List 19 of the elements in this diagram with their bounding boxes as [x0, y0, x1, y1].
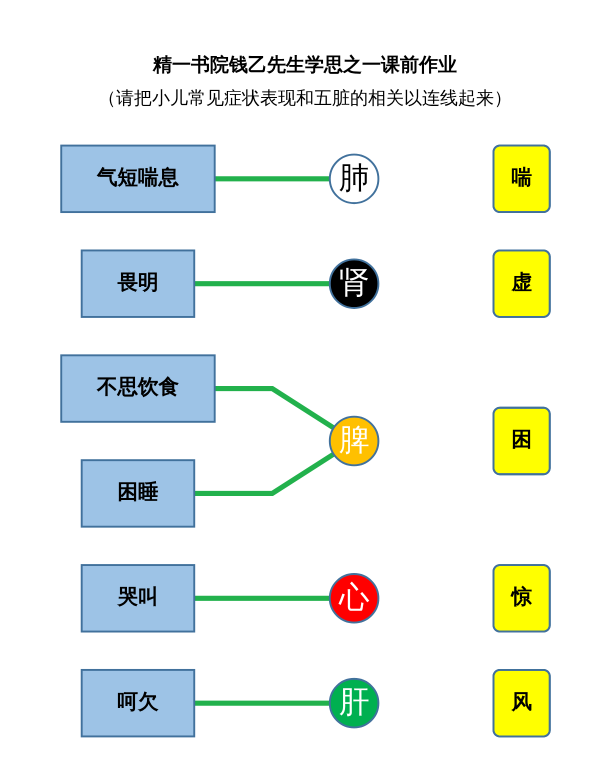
- connector: [194, 700, 330, 706]
- connector: [194, 281, 330, 286]
- node-box: 不思饮食: [60, 354, 216, 423]
- node-circle: 肝: [328, 678, 379, 728]
- node-circle: 心: [328, 573, 379, 624]
- title: 精一书院钱乙先生学思之一课前作业: [153, 54, 457, 78]
- node-box: 困睡: [80, 459, 195, 528]
- connector: [214, 386, 335, 430]
- connector: [214, 176, 330, 182]
- node-box: 畏明: [80, 249, 195, 318]
- node-circle: 肺: [328, 154, 379, 204]
- connector: [194, 596, 330, 601]
- node-box: 气短喘息: [60, 144, 216, 214]
- node-circle: 肾: [328, 258, 379, 309]
- connector: [194, 452, 335, 496]
- node-box: 呵欠: [80, 668, 195, 738]
- node-box: 哭叫: [80, 564, 195, 633]
- node-circle: 脾: [328, 416, 379, 466]
- instruction-note: （请把小儿常见症状表现和五脏的相关以连线起来）: [98, 87, 512, 110]
